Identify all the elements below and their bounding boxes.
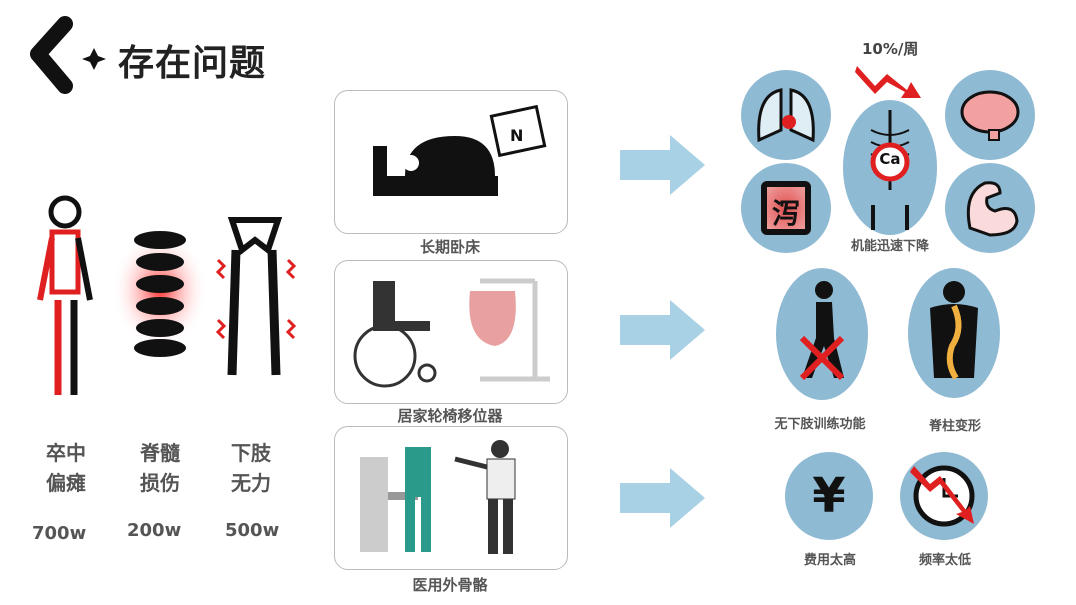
wheelchair-lift-icon xyxy=(353,278,550,388)
decline-rate: 10%/周 xyxy=(862,40,919,58)
svg-text:N: N xyxy=(510,126,523,145)
no-walking-icon xyxy=(799,281,845,381)
calcium-label: Ca xyxy=(879,150,901,168)
exoskeleton-icon xyxy=(360,440,516,554)
right-arrow-icon xyxy=(620,135,705,195)
lungs-circle xyxy=(741,70,831,160)
solution-caption: 长期卧床 xyxy=(419,238,480,256)
brain-circle xyxy=(945,70,1035,160)
outcome-caption: 频率太低 xyxy=(918,553,971,568)
outcome-caption: 脊柱变形 xyxy=(928,419,981,434)
right-arrow-icon xyxy=(620,468,705,528)
exoskeleton-card xyxy=(334,426,568,570)
lungs-icon xyxy=(757,88,815,143)
outcome-caption: 无下肢训练功能 xyxy=(774,417,866,432)
skeleton-icon xyxy=(870,110,910,230)
condition-count: 200w xyxy=(127,520,182,541)
condition-label: 偏瘫 xyxy=(46,471,86,495)
walking-circle xyxy=(776,268,868,400)
spine-deformation-icon xyxy=(930,281,978,380)
yen-icon: ¥ xyxy=(785,452,873,540)
weak-legs-icon xyxy=(215,217,297,376)
condition-label: 卒中 xyxy=(46,441,86,465)
condition-count: 700w xyxy=(32,523,87,544)
condition-label: 无力 xyxy=(231,471,271,495)
clock-decline-icon xyxy=(910,465,975,527)
skeleton-circle: Ca xyxy=(843,100,937,235)
condition-label: 下肢 xyxy=(231,441,271,465)
condition-count: 500w xyxy=(225,520,280,541)
intestine-icon: 泻 xyxy=(761,181,811,235)
muscle-icon xyxy=(966,181,1019,237)
right-arrow-icon xyxy=(620,300,705,360)
spine-deform-circle xyxy=(908,268,1000,398)
condition-label: 损伤 xyxy=(140,471,180,495)
wheelchair-card xyxy=(334,260,568,404)
stroke-skeleton-icon xyxy=(37,195,93,395)
page-title: 存在问题 xyxy=(118,43,267,84)
outcome-caption: 机能迅速下降 xyxy=(850,239,929,254)
clock-circle xyxy=(900,452,988,540)
brain-icon xyxy=(960,90,1020,141)
bed-icon: N xyxy=(373,104,547,196)
intestine-circle: 泻 xyxy=(741,163,831,253)
muscle-circle xyxy=(945,163,1035,253)
spine-icon xyxy=(112,230,208,357)
outcome-caption: 费用太高 xyxy=(803,553,856,568)
logo-icon xyxy=(30,16,106,94)
bedridden-card: N xyxy=(334,90,568,234)
condition-label: 脊髓 xyxy=(140,441,180,465)
solution-caption: 居家轮椅移位器 xyxy=(397,407,503,425)
decline-arrow-icon xyxy=(855,66,921,98)
solution-caption: 医用外骨骼 xyxy=(412,576,488,594)
